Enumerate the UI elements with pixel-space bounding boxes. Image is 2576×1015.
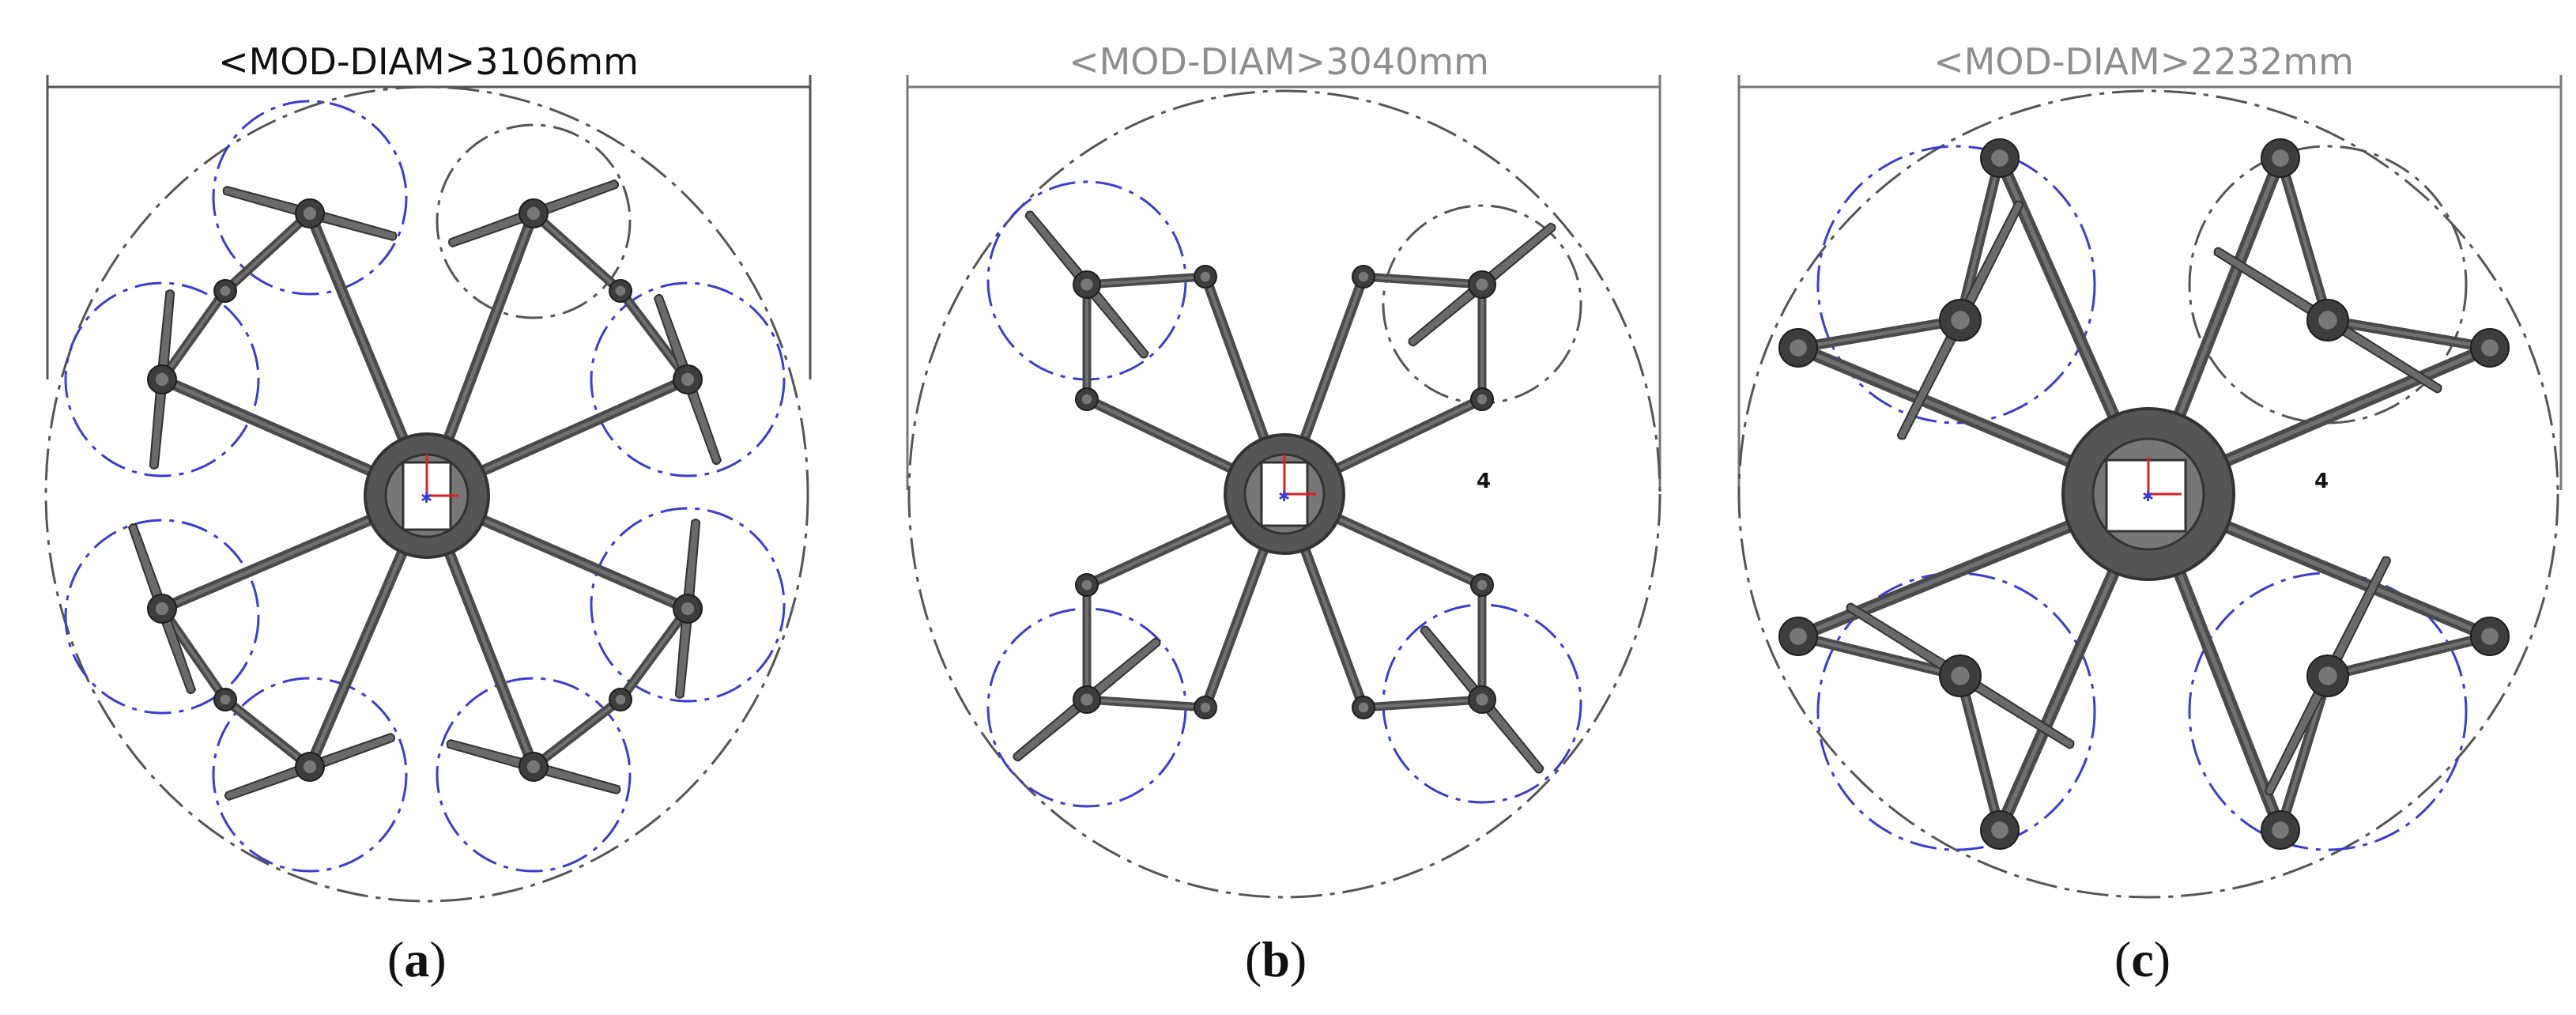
envelope-circle-a [44, 85, 809, 903]
prop-circle [590, 507, 786, 703]
number-label-b: 4 [1477, 470, 1491, 493]
panel-b: <MOD-DIAM>3040mm ✱ 4 (b) [906, 40, 1661, 987]
prop-circle [2188, 145, 2468, 424]
number-label-c: 4 [2314, 470, 2329, 493]
prop-circle [436, 677, 632, 873]
caption-c: (c) [2114, 931, 2171, 987]
dimension-line-a [46, 75, 812, 379]
envelope-circle-c [1737, 89, 2559, 899]
prop-circle [64, 519, 260, 715]
caption-b: (b) [1245, 931, 1307, 987]
svg-text:✱: ✱ [421, 490, 432, 506]
panel-a: <MOD-DIAM>3106mm ✱ (a) [44, 40, 812, 987]
dimension-label-a: <MOD-DIAM>3106mm [218, 40, 639, 83]
svg-text:✱: ✱ [2142, 489, 2154, 504]
prop-circle [590, 281, 786, 477]
dimension-label-c: <MOD-DIAM>2232mm [1933, 40, 2354, 83]
dimension-label-b: <MOD-DIAM>3040mm [1069, 40, 1489, 83]
dimension-line-c [1737, 75, 2563, 490]
prop-circle [212, 677, 408, 873]
caption-a: (a) [387, 931, 447, 987]
prop-circle [436, 123, 632, 319]
panel-c: <MOD-DIAM>2232mm ✱ 4 (c) [1737, 40, 2563, 987]
frame-hub-a: ✱ [364, 432, 490, 559]
prop-circle [64, 281, 260, 477]
svg-text:✱: ✱ [1278, 489, 1290, 504]
frame-hub-c: ✱ [2061, 407, 2235, 581]
envelope-circle-b [907, 89, 1661, 899]
prop-circle [212, 100, 408, 296]
rotors-c [1778, 138, 2510, 851]
dimension-line-b [906, 75, 1661, 490]
frame-hub-b: ✱ [1224, 433, 1345, 555]
prop-circle [1816, 145, 2096, 424]
